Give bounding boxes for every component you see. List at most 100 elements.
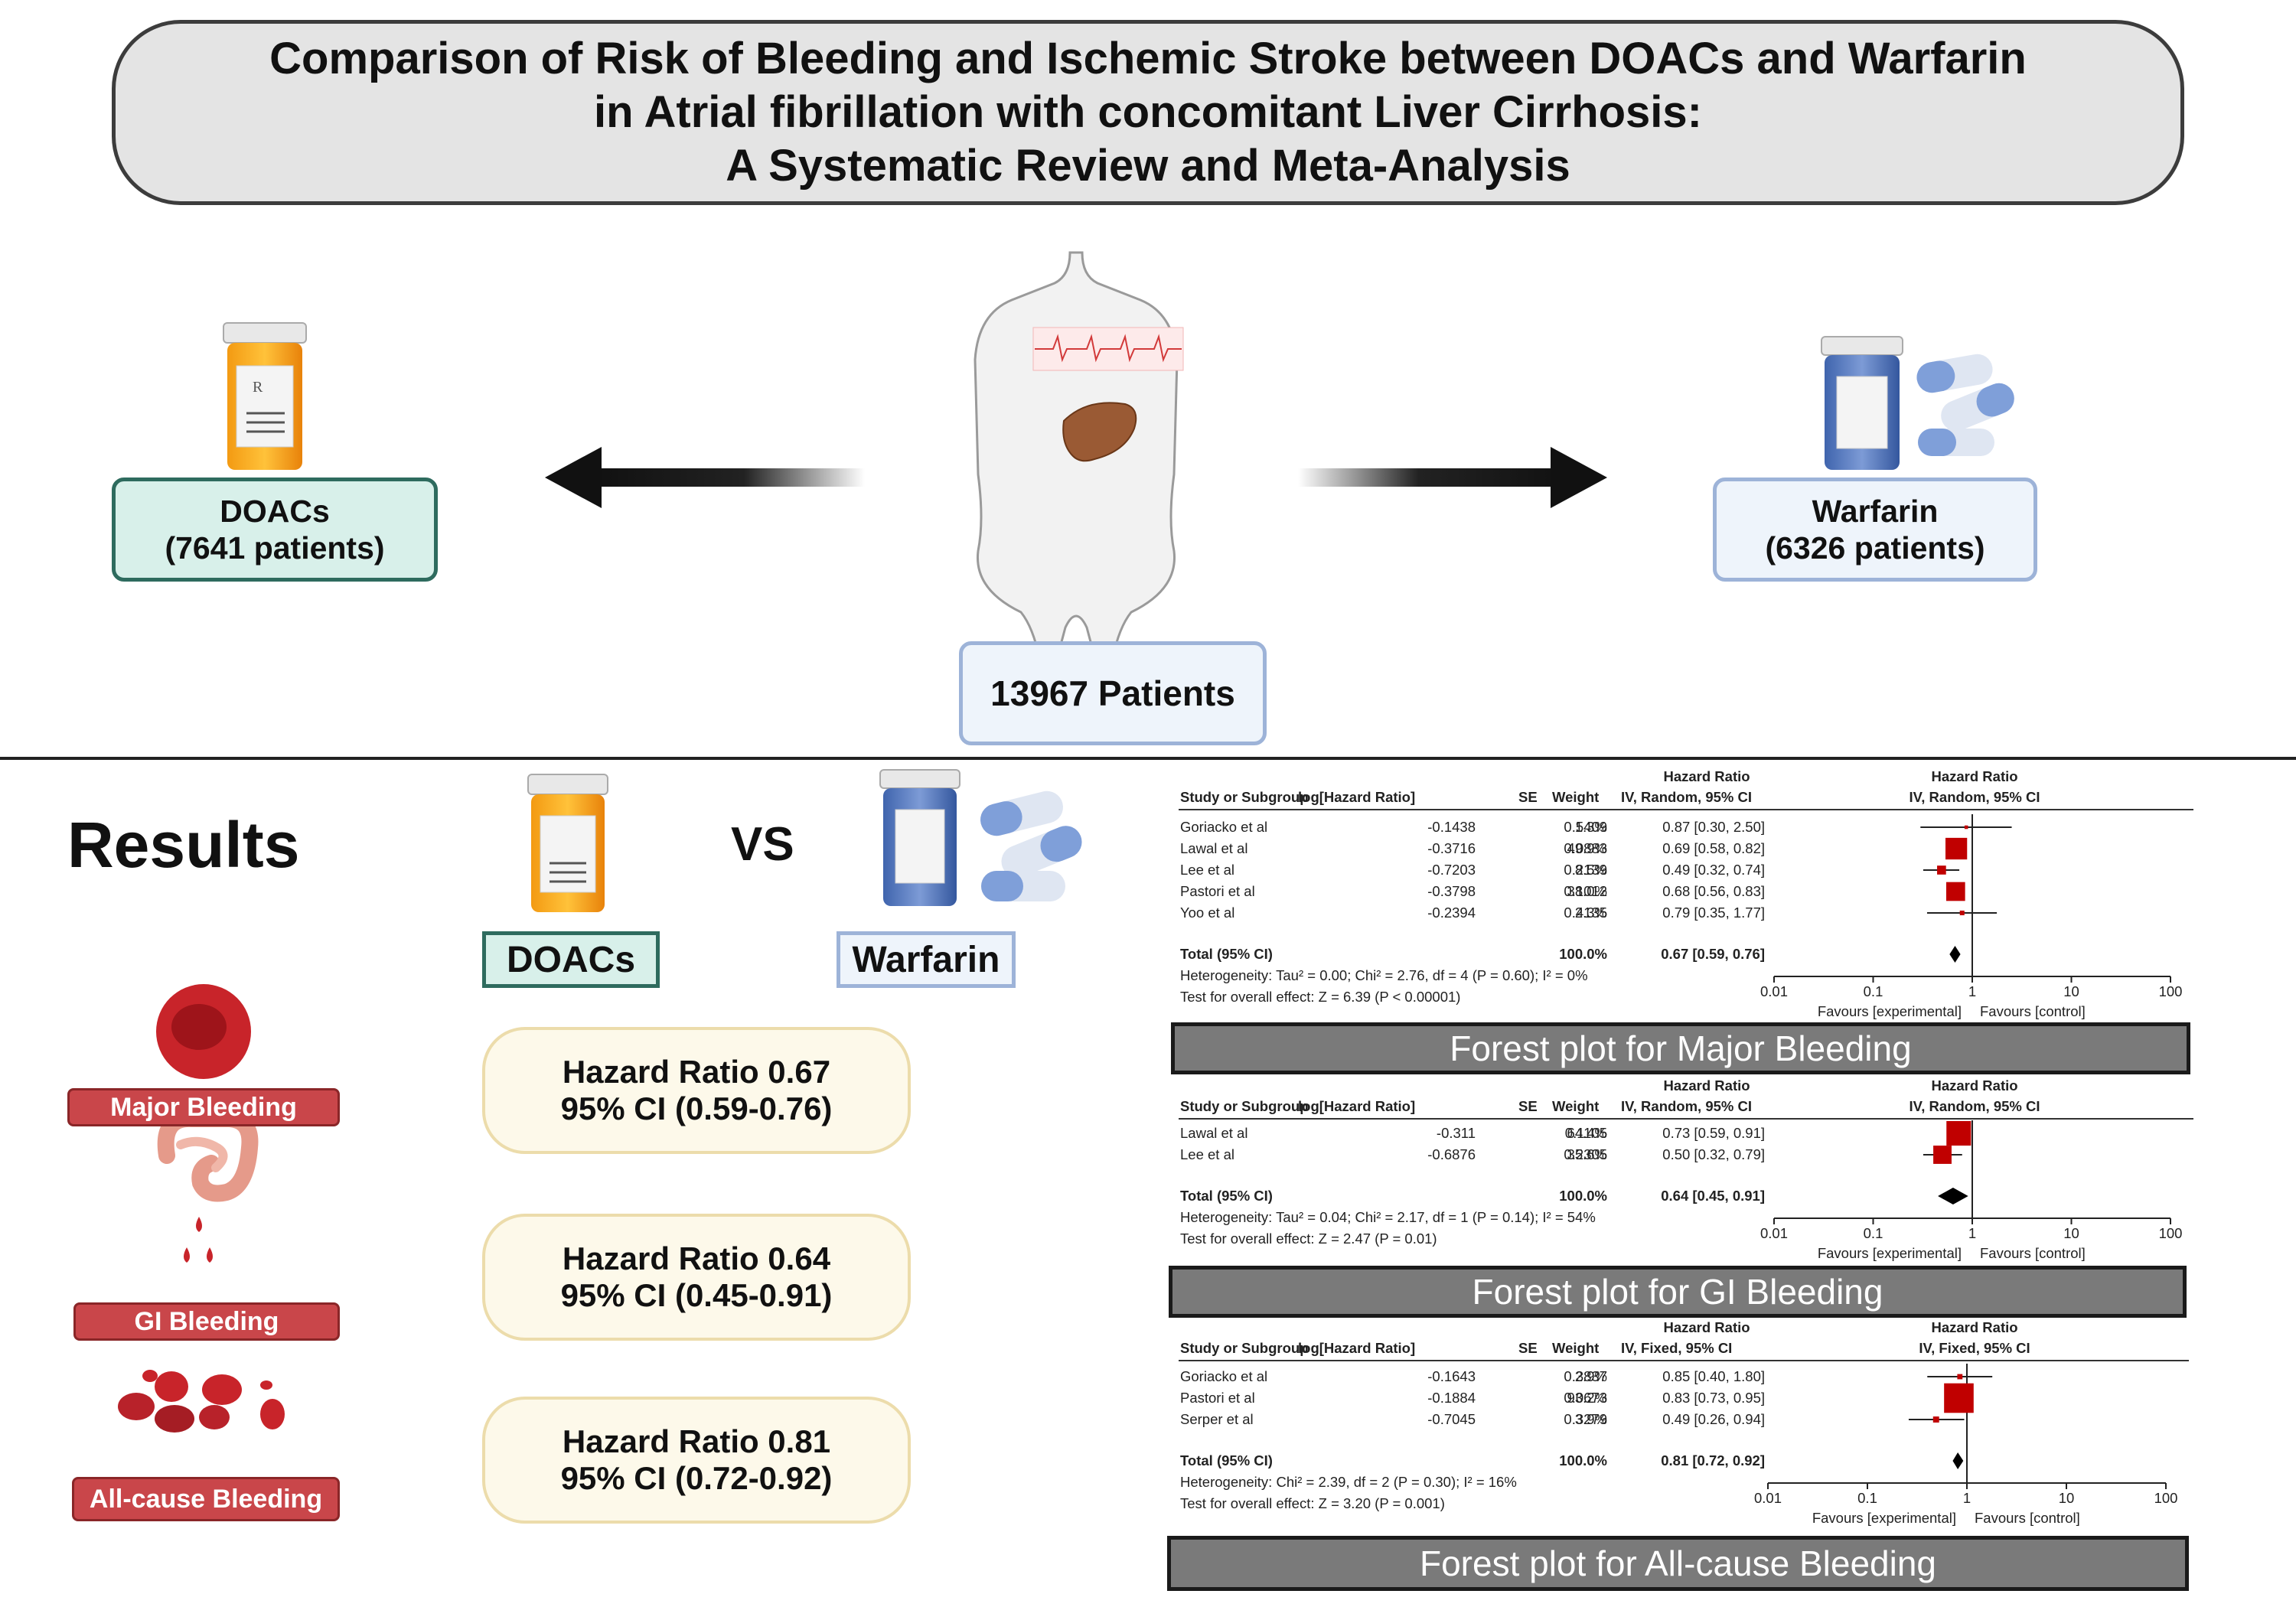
arrow-right-icon (1298, 447, 1607, 508)
forest-header-rule (1179, 1360, 2189, 1361)
study-se: 0.5409 (1564, 819, 1607, 835)
badge-gi-bleeding: GI Bleeding (73, 1302, 340, 1341)
total-label: Total (95% CI) (1180, 1188, 1273, 1204)
heterogeneity-text: Heterogeneity: Chi² = 2.39, df = 2 (P = … (1180, 1474, 1517, 1490)
column-group-header: Hazard Ratio (1663, 1077, 1750, 1094)
overall-effect-text: Test for overall effect: Z = 2.47 (P = 0… (1180, 1231, 1437, 1247)
study-weight: 38.0% (1567, 883, 1607, 899)
top-illustrations: R (223, 251, 2014, 675)
column-header-method: IV, Random, 95% CI (1621, 789, 1753, 805)
study-name: Lee et al (1180, 1146, 1234, 1162)
x-axis-tick-label: 100 (2154, 1490, 2178, 1506)
hr-ci: 95% CI (0.45-0.91) (560, 1277, 833, 1313)
favours-left-label: Favours [experimental] (1818, 1245, 1962, 1261)
total-weight: 100.0% (1559, 1452, 1607, 1468)
favours-right-label: Favours [control] (1980, 1245, 2086, 1261)
warfarin-group-count: (6326 patients) (1765, 530, 1985, 566)
column-header-weight: Weight (1552, 789, 1600, 805)
forest-header-rule (1179, 809, 2193, 810)
column-header-method: IV, Random, 95% CI (1621, 1098, 1753, 1114)
study-se: 0.3279 (1564, 1411, 1607, 1427)
hr-value: Hazard Ratio 0.67 (562, 1054, 831, 1090)
title-line-3: A Systematic Review and Meta-Analysis (726, 141, 1570, 191)
study-hr: 0.68 [0.56, 0.83] (1662, 883, 1765, 899)
warfarin-group-box: Warfarin (6326 patients) (1713, 478, 2037, 582)
study-loghr: -0.311 (1436, 1125, 1476, 1141)
total-weight: 100.0% (1559, 1188, 1607, 1204)
arrow-left-icon (545, 447, 865, 508)
study-loghr: -0.1438 (1427, 819, 1476, 835)
svg-text:R: R (253, 379, 263, 396)
study-loghr: -0.3716 (1427, 840, 1476, 856)
doacs-bottle-icon (527, 774, 608, 912)
favours-right-label: Favours [control] (1980, 1003, 2086, 1019)
plot-header-method: IV, Random, 95% CI (1909, 789, 2040, 805)
intestine-icon (157, 1110, 259, 1263)
study-se: 0.2305 (1564, 1146, 1607, 1162)
study-weight: 2.9% (1574, 1368, 1607, 1384)
pooled-estimate-diamond (1949, 946, 1961, 963)
x-axis-tick-label: 1 (1968, 1225, 1976, 1241)
column-header-weight: Weight (1552, 1340, 1600, 1356)
study-loghr: -0.1884 (1427, 1390, 1476, 1406)
plot-group-header: Hazard Ratio (1931, 768, 2018, 784)
study-hr: 0.83 [0.73, 0.95] (1662, 1390, 1765, 1406)
warfarin-label: Warfarin (837, 931, 1016, 988)
red-blood-cell-icon (156, 984, 251, 1079)
total-patients-label: 13967 Patients (990, 673, 1235, 713)
doacs-group-box: DOACs (7641 patients) (112, 478, 438, 582)
study-marker (1964, 825, 1968, 830)
plot-group-header: Hazard Ratio (1931, 1077, 2018, 1094)
x-axis-tick-label: 0.1 (1864, 1225, 1883, 1241)
study-weight: 2.3% (1574, 905, 1607, 921)
favours-left-label: Favours [experimental] (1812, 1510, 1956, 1526)
total-label: Total (95% CI) (1180, 946, 1273, 962)
study-se: 0.3837 (1564, 1368, 1607, 1384)
x-axis-tick-label: 0.01 (1760, 983, 1788, 999)
human-torso-icon (974, 251, 1179, 675)
column-header-study: Study or Subgroup (1180, 1340, 1309, 1356)
capsule-icon (980, 790, 1082, 901)
study-name: Pastori et al (1180, 1390, 1255, 1406)
study-loghr: -0.6876 (1427, 1146, 1476, 1162)
study-name: Goriacko et al (1180, 1368, 1268, 1384)
study-se: 0.4135 (1564, 905, 1607, 921)
total-hr: 0.67 [0.59, 0.76] (1661, 946, 1765, 962)
total-patients-box: 13967 Patients (959, 641, 1267, 745)
favours-right-label: Favours [control] (1975, 1510, 2080, 1526)
column-header-weight: Weight (1552, 1098, 1600, 1114)
title-line-1: Comparison of Risk of Bleeding and Ische… (269, 34, 2027, 83)
x-axis-tick-label: 0.1 (1857, 1490, 1877, 1506)
study-loghr: -0.7045 (1427, 1411, 1476, 1427)
x-axis-tick-label: 0.01 (1754, 1490, 1782, 1506)
results-heading: Results (67, 809, 300, 881)
column-header-loghr: log[Hazard Ratio] (1298, 1340, 1416, 1356)
study-se: 0.0673 (1564, 1390, 1607, 1406)
study-marker (1937, 865, 1946, 875)
x-axis-tick-label: 0.1 (1864, 983, 1883, 999)
total-weight: 100.0% (1559, 946, 1607, 962)
ecg-trace-icon (1032, 327, 1184, 371)
study-hr: 0.49 [0.32, 0.74] (1662, 862, 1765, 878)
study-name: Lawal et al (1180, 840, 1248, 856)
total-hr: 0.64 [0.45, 0.91] (1661, 1188, 1765, 1204)
study-hr: 0.73 [0.59, 0.91] (1662, 1125, 1765, 1141)
pooled-estimate-diamond (1952, 1452, 1964, 1469)
overall-effect-text: Test for overall effect: Z = 3.20 (P = 0… (1180, 1495, 1445, 1511)
study-marker (1957, 1374, 1963, 1380)
study-name: Pastori et al (1180, 883, 1255, 899)
study-loghr: -0.7203 (1427, 862, 1476, 878)
study-hr: 0.69 [0.58, 0.82] (1662, 840, 1765, 856)
blood-clots-icon (118, 1370, 285, 1433)
study-loghr: -0.2394 (1427, 905, 1476, 921)
study-hr: 0.49 [0.26, 0.94] (1662, 1411, 1765, 1427)
doacs-bottle-icon: R (223, 322, 307, 470)
study-loghr: -0.1643 (1427, 1368, 1476, 1384)
x-axis-tick-label: 100 (2159, 1225, 2183, 1241)
study-marker (1959, 910, 1965, 916)
plot-header-method: IV, Fixed, 95% CI (1919, 1340, 2030, 1356)
column-group-header: Hazard Ratio (1663, 768, 1750, 784)
x-axis-tick-label: 1 (1968, 983, 1976, 999)
study-hr: 0.85 [0.40, 1.80] (1662, 1368, 1765, 1384)
column-header-se: SE (1518, 1340, 1538, 1356)
